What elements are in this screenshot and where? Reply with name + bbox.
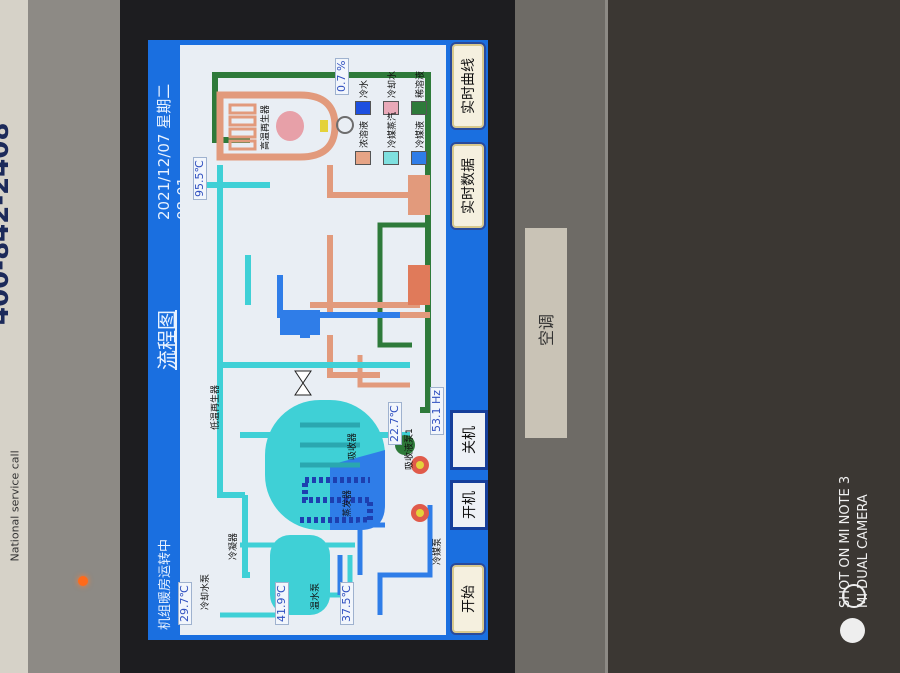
- label-cooling-pump: 冷却水泵: [201, 573, 211, 610]
- power-led: [78, 576, 88, 586]
- absorber-tubes: [300, 422, 360, 468]
- generator-temp: 95.5℃: [193, 157, 207, 200]
- burner-flame: [276, 111, 304, 141]
- legend-chilled-water: 冷水: [355, 80, 371, 115]
- generator-tubes: [228, 103, 257, 151]
- evaporator-tubes: [300, 477, 373, 523]
- legend-label: 冷水: [359, 79, 370, 98]
- concentrated-solution-pipe-2: [357, 355, 410, 388]
- warm-water-in-temp: 37.5℃: [340, 582, 354, 625]
- absorber-temp: 22.7℃: [388, 402, 402, 445]
- legend-swatch: [411, 151, 427, 165]
- label-condenser: 冷凝器: [229, 532, 239, 560]
- label-absorb-pump: 吸收液泵1: [405, 428, 415, 470]
- service-sticker: 400-842-2408 National service call: [0, 0, 28, 673]
- label-high-temp-generator: 高温再生器: [261, 104, 271, 150]
- refrigerant-vapor-pipe: [200, 165, 410, 578]
- realtime-curve-button[interactable]: 实时曲线: [450, 42, 486, 130]
- blower-fan-icon: [336, 116, 354, 134]
- flow-diagram-panel: 29.7℃ 41.9℃ 37.5℃ 95.5℃ 22.7℃ 0.7 % 53.1…: [178, 45, 446, 635]
- burner: [320, 120, 328, 132]
- flow-diagram: [200, 72, 433, 618]
- label-evaporator: 蒸发器: [343, 489, 353, 517]
- warm-water-out-temp: 41.9℃: [275, 582, 289, 625]
- heat-exchanger-2: [408, 265, 430, 305]
- legend-concentrated: 浓溶液: [355, 121, 371, 165]
- start-button[interactable]: 开始: [450, 563, 486, 635]
- hmi-screen: 机组暖房运转中 流程图 2021/12/07 星期二 08:01: [148, 40, 488, 640]
- legend-refrigerant-vapor: 冷媒蒸汽: [383, 112, 399, 165]
- legend-swatch: [355, 101, 371, 115]
- camera-watermark: SHOT ON MI NOTE 3 MI DUAL CAMERA: [837, 438, 873, 608]
- legend-label: 稀溶液: [415, 70, 426, 98]
- page-title: 流程图: [155, 310, 179, 370]
- legend-label: 冷媒蒸汽: [387, 111, 398, 148]
- power-on-button[interactable]: 开机: [450, 480, 488, 530]
- watermark-line-1: SHOT ON MI NOTE 3: [838, 475, 853, 608]
- legend-swatch: [411, 101, 427, 115]
- power-off-button[interactable]: 关机: [450, 410, 488, 470]
- label-warm-pump: 温水泵: [311, 582, 321, 610]
- watermark-ring-icon: [842, 584, 866, 608]
- legend-label: 浓溶液: [359, 120, 370, 148]
- absorb-pump-icon: [411, 456, 429, 474]
- legend-swatch: [383, 151, 399, 165]
- legend-label: 冷媒液: [415, 120, 426, 148]
- legend-cooling-water: 冷却水: [383, 71, 399, 115]
- label-refrigerant-pump: 冷媒泵: [433, 537, 443, 565]
- sticker-text: National service call: [8, 450, 22, 562]
- legend-swatch: [355, 151, 371, 165]
- watermark-line-2: MI DUAL CAMERA: [856, 494, 871, 608]
- valve-opening: 0.7 %: [335, 57, 349, 95]
- legend-label: 冷却水: [387, 70, 398, 98]
- sticker-phone: 400-842-2408: [0, 122, 15, 326]
- heat-exchanger-1: [408, 175, 430, 215]
- legend-dilute: 稀溶液: [411, 71, 427, 115]
- valve-icon: [294, 370, 312, 396]
- realtime-data-button[interactable]: 实时数据: [450, 142, 486, 230]
- tape-label: 空调: [525, 228, 567, 438]
- pump-frequency: 53.1 Hz: [430, 386, 444, 435]
- legend-refrigerant-liquid: 冷媒液: [411, 121, 427, 165]
- dilute-solution-pipe-2: [377, 222, 428, 348]
- tape-text: 空调: [537, 314, 556, 347]
- high-temp-generator: [216, 91, 339, 161]
- refrigerant-tank: [280, 310, 320, 335]
- title-bar: 机组暖房运转中 流程图 2021/12/07 星期二 08:01: [148, 40, 192, 640]
- label-low-temp-generator: 低温再生器: [211, 384, 221, 430]
- cooling-water-temp: 29.7℃: [178, 582, 192, 625]
- refrigerant-pump-icon: [411, 504, 429, 522]
- label-absorber: 吸收器: [348, 432, 358, 460]
- watermark-dot-icon: [840, 618, 865, 643]
- run-status: 机组暖房运转中: [158, 538, 173, 630]
